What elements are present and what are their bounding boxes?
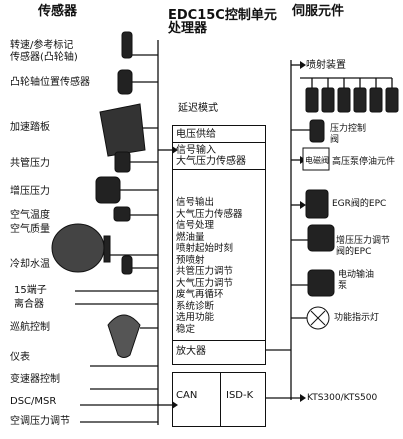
ecu-function: 选用功能 [176, 312, 215, 323]
servo-header: 伺服元件 [292, 4, 345, 19]
ecu-interface-box [172, 372, 266, 427]
ecu-function: 信号输出 [176, 197, 215, 208]
ecu-function: 大气压力传感器 [176, 208, 243, 220]
sensor-label-cruise: 巡航控制 [10, 322, 50, 333]
actuator-label-kts: KTS300/KTS500 [307, 393, 378, 403]
sensor-label-air: 空气温度 空气质量 [10, 210, 50, 235]
sensor-label-dsc: DSC/MSR [10, 396, 57, 407]
ecu-function: 预喷射 [176, 254, 205, 266]
ecu-function: 系统诊断 [176, 300, 215, 312]
ecu-function: 共管压力调节 [176, 266, 234, 277]
ecu-signal-input-box [172, 142, 266, 170]
ecu-function: 大气压力调节 [176, 277, 234, 289]
actuator-label-indicator: 功能指示灯 [334, 313, 380, 323]
sensors-header: 传感器 [38, 4, 78, 19]
actuator-label-boost-epc: 增压压力调节 阀的EPC [336, 236, 391, 257]
sensor-label-transmission: 变速器控制 [10, 374, 60, 385]
sensor-label-accelerator: 加速踏板 [10, 122, 50, 133]
sensor-label-terminal15: 15端子 [14, 285, 47, 296]
ecu-function-list: 信号输出 大气压力传感器 信号处理 燃油量 喷射起始时刻 预喷射 共管压力调节 … [176, 197, 266, 335]
ecu-amplifier: 放大器 [176, 346, 206, 357]
actuator-label-relay: 电磁阀 [305, 156, 329, 165]
ecu-function: 燃油量 [176, 231, 205, 243]
actuator-label-injection: 喷射装置 [306, 60, 346, 71]
ecu-isd-label: ISD-K [226, 390, 254, 401]
ecu-header: EDC15C控制单元 处理器 [168, 8, 277, 36]
actuator-label-egr: EGR阀的EPC [332, 199, 387, 209]
ecu-can-label: CAN [176, 390, 198, 401]
sensor-label-boost: 增压压力 [10, 186, 50, 197]
ecu-voltage-supply: 电压供给 [176, 129, 216, 140]
ecu-amplifier-box [172, 340, 266, 365]
ecu-function: 喷射起始时刻 [176, 243, 234, 254]
sensor-label-coolant: 冷却水温 [10, 259, 50, 270]
sensor-label-clutch: 离合器 [14, 299, 44, 310]
ecu-function: 稳定 [176, 323, 196, 335]
sensor-label-instrument: 仪表 [10, 352, 30, 363]
ecu-signal-input: 信号输入 大气压力传感器 [176, 145, 246, 167]
ecu-interface-divider [220, 372, 221, 427]
actuator-label-pressure-valve: 压力控制 阀 [330, 124, 367, 145]
ecu-function: 信号处理 [176, 220, 215, 231]
sensor-label-rail-pressure: 共管压力 [10, 158, 50, 169]
actuator-label-fuel-pump: 电动输油 泵 [338, 270, 375, 291]
sensor-label-ac: 空调压力调节 [10, 416, 70, 427]
ecu-mode-label: 延迟模式 [178, 103, 218, 114]
ecu-function: 废气再循环 [176, 289, 224, 300]
actuator-label-pump-cutoff: 高压泵停油元件 [332, 157, 396, 167]
sensor-label-speed: 转速/参考标记 传感器(凸轮轴) [10, 40, 78, 63]
sensor-label-camshaft: 凸轮轴位置传感器 [10, 77, 90, 88]
